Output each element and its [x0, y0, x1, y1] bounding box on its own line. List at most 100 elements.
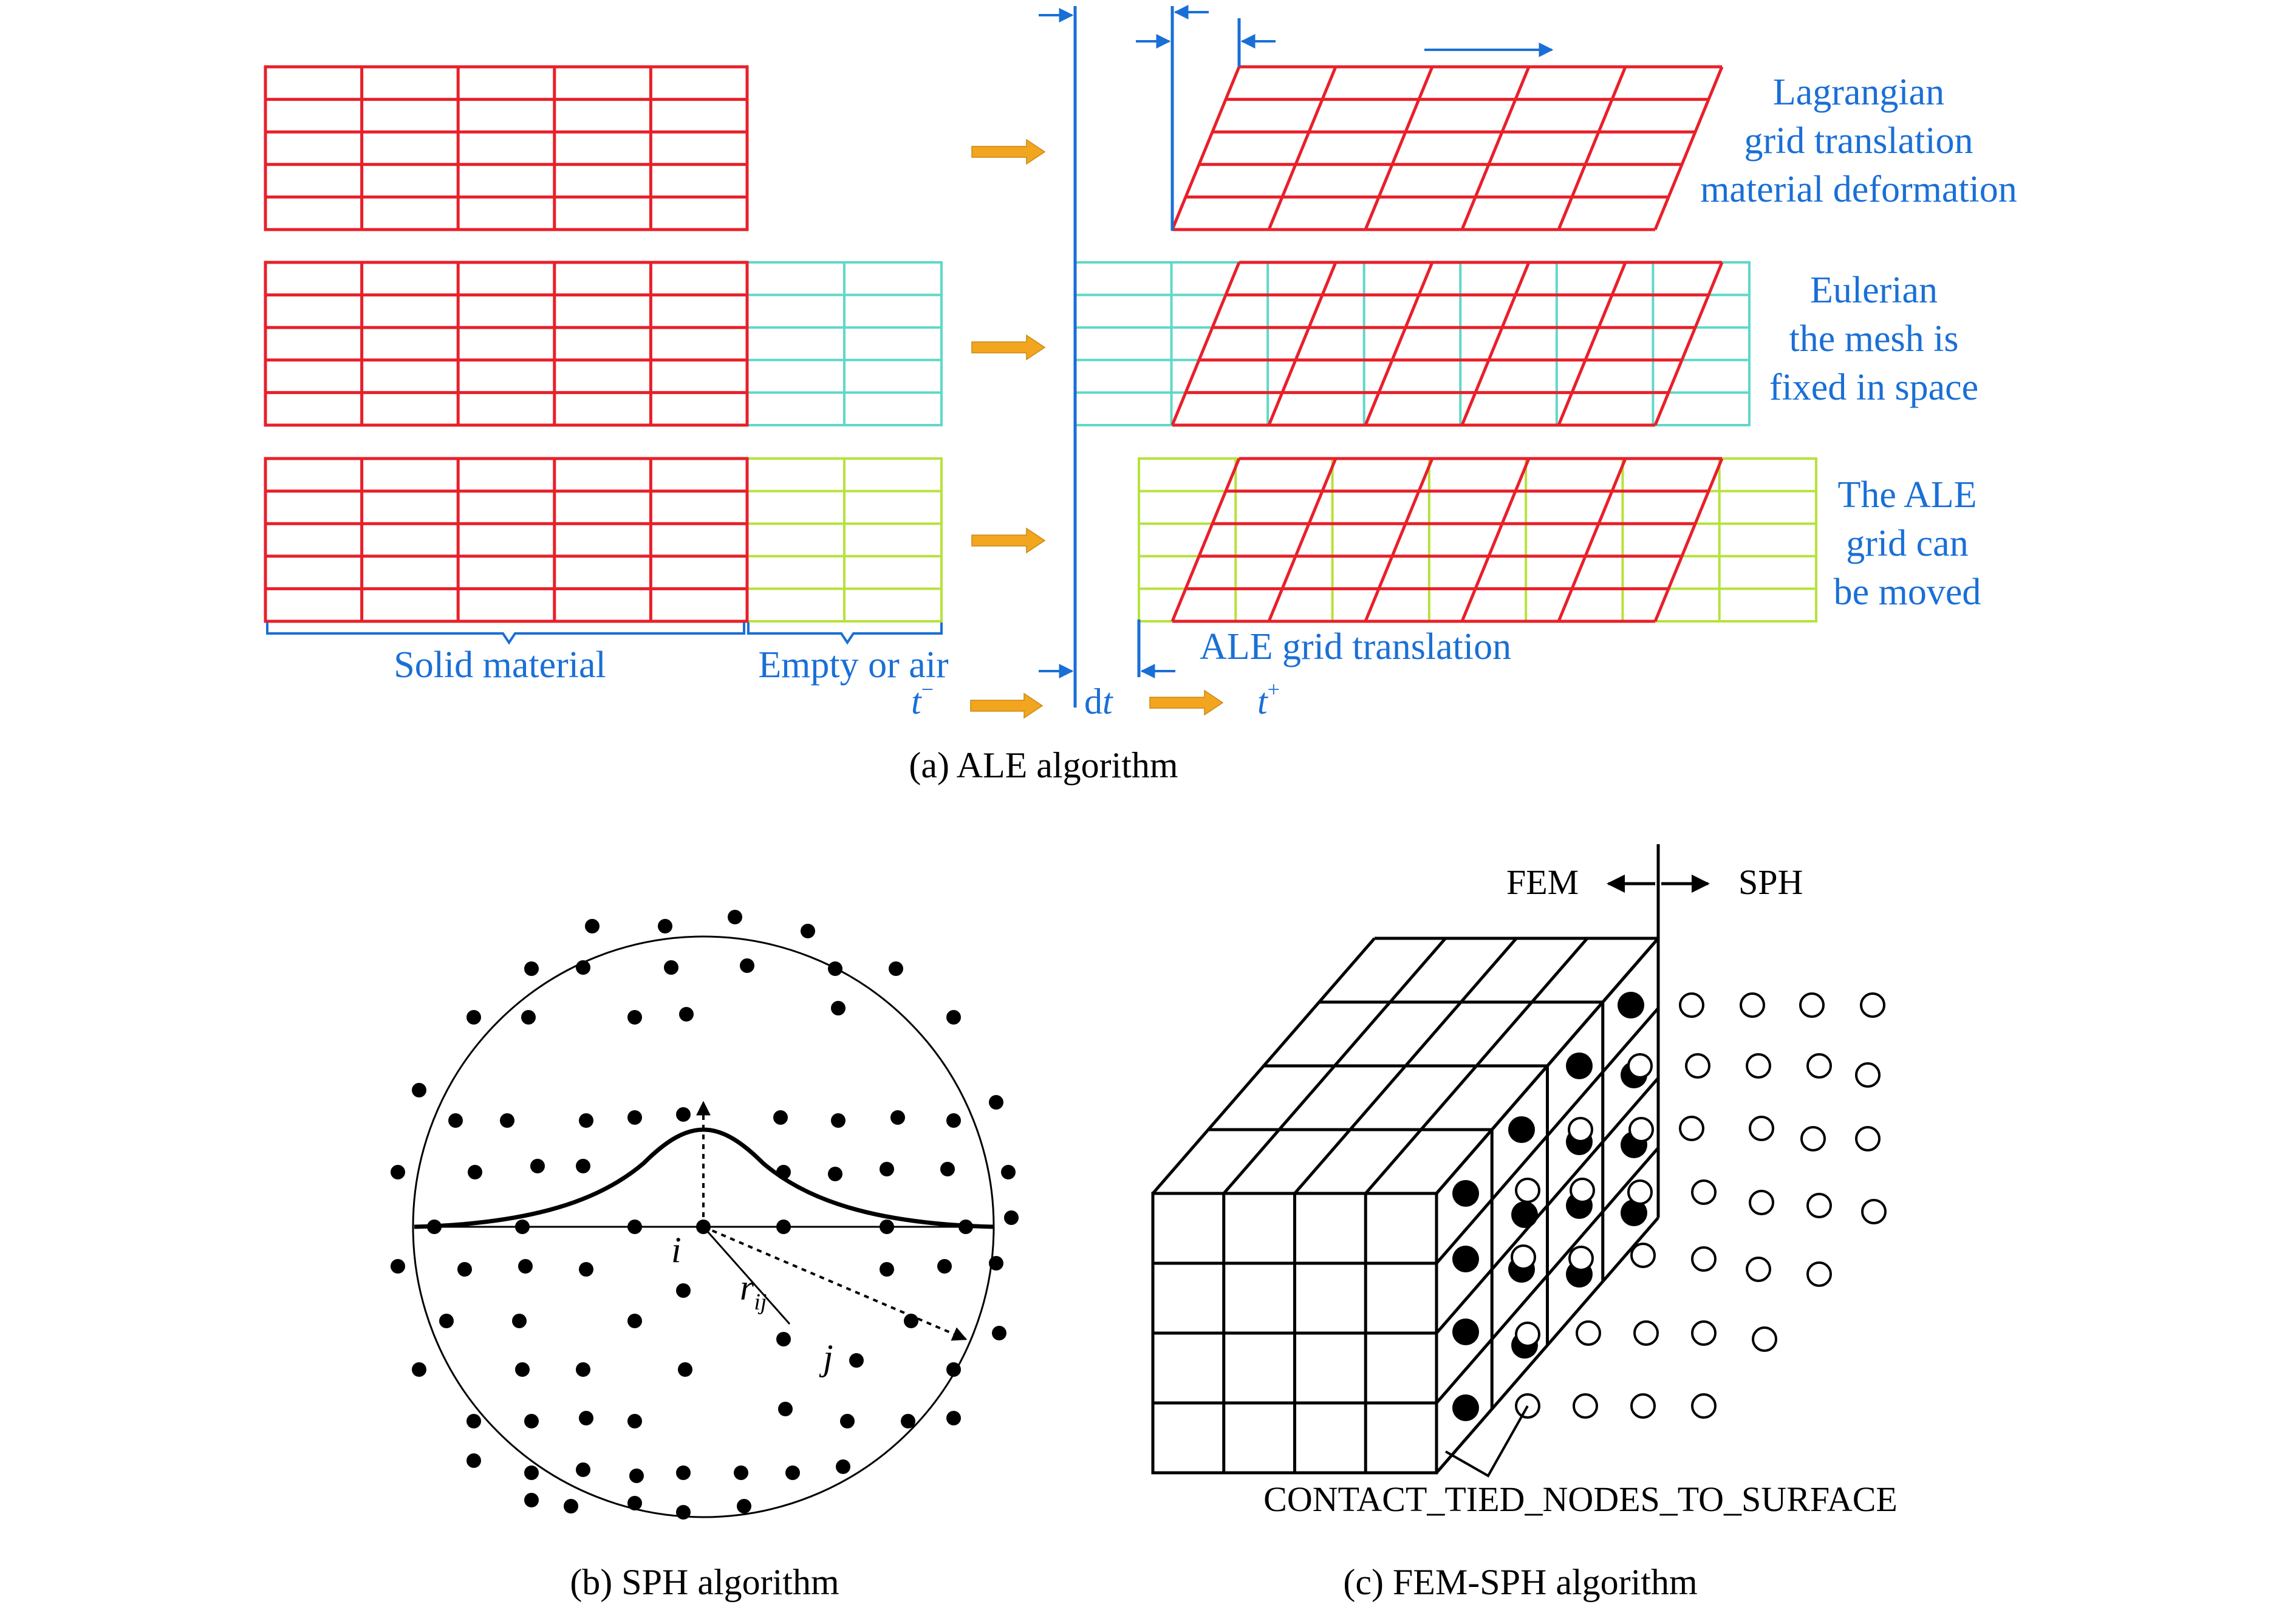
- solid-material-grid: [264, 457, 749, 623]
- sph-particle: [989, 1256, 1003, 1271]
- sph-particle: [901, 1414, 915, 1428]
- sph-particle: [849, 1353, 864, 1368]
- eulerian-deformed-grid-col-line: [1557, 262, 1627, 426]
- sph-particle: [658, 919, 672, 933]
- fem-node-filled: [1566, 1053, 1593, 1079]
- label-fem: FEM: [1506, 862, 1579, 902]
- sph-particle: [828, 961, 842, 976]
- svg-text:grid can: grid can: [1846, 523, 1968, 564]
- sph-particle: [664, 960, 678, 975]
- empty-air-grid-ale: [746, 457, 943, 623]
- sph-particle: [439, 1314, 454, 1328]
- cube-top-col-line: [1152, 937, 1376, 1195]
- label-i: i: [671, 1230, 682, 1270]
- sph-particle: [427, 1220, 442, 1234]
- sph-particle-open: [1628, 1117, 1654, 1142]
- sph-particle: [676, 1107, 691, 1122]
- eulerian-fixed-grid: [1074, 261, 1751, 426]
- fem-node-filled: [1452, 1180, 1479, 1207]
- sph-particle-open: [1855, 1062, 1881, 1088]
- svg-text:grid translation: grid translation: [1744, 120, 1973, 162]
- sph-particle: [676, 1465, 691, 1480]
- deformed-grids: [1074, 65, 1817, 623]
- sph-particle: [889, 961, 903, 976]
- solid-material-grid-border: [264, 457, 749, 623]
- sph-particle: [576, 1462, 590, 1477]
- svg-text:material deformation: material deformation: [1700, 169, 2017, 210]
- ale-deformed-grid-col-line: [1364, 458, 1434, 622]
- sph-particle: [515, 1220, 530, 1234]
- sph-particle-open: [1752, 1326, 1777, 1352]
- label-solid-material: Solid material: [394, 644, 606, 686]
- sph-particle: [524, 1493, 539, 1507]
- svg-text:be moved: be moved: [1834, 571, 1981, 613]
- ale-deformed-grid-col-line: [1653, 458, 1724, 622]
- empty-air-grid-eulerian: [746, 261, 943, 426]
- cube-side-row-line: [1435, 1147, 1659, 1404]
- sph-particle: [989, 1095, 1003, 1110]
- sph-particle: [831, 1001, 846, 1015]
- sph-particle: [740, 958, 754, 973]
- label-eulerian: Eulerian the mesh is fixed in space: [1769, 270, 1978, 408]
- cube-top-col-line: [1293, 937, 1518, 1195]
- sph-particle-open: [1685, 1053, 1710, 1079]
- sph-particle: [627, 1314, 642, 1328]
- fem-node-filled: [1618, 992, 1644, 1018]
- sph-particle: [776, 1332, 791, 1346]
- sph-particle: [734, 1465, 748, 1480]
- sph-particle: [579, 1262, 593, 1277]
- sph-particle: [576, 1159, 590, 1173]
- sph-particle: [530, 1159, 545, 1173]
- sph-particle: [728, 910, 742, 924]
- sph-particle-open: [1573, 1393, 1598, 1419]
- orange-step-arrow: [971, 334, 1046, 361]
- fem-node-filled: [1508, 1116, 1535, 1143]
- lagrangian-deformed-grid-col-line: [1653, 66, 1724, 230]
- sph-particle: [958, 1220, 973, 1234]
- sph-particle: [946, 1411, 961, 1425]
- label-ale-moved: The ALE grid can be moved: [1834, 474, 1981, 613]
- step-arrows: [970, 138, 1224, 719]
- sph-particle-open: [1570, 1178, 1595, 1203]
- eulerian-deformed-grid-col-line: [1267, 262, 1338, 426]
- lagrangian-deformed-grid: [1170, 65, 1724, 231]
- sph-particle-open: [1749, 1116, 1774, 1141]
- sph-particle-open: [1806, 1261, 1832, 1287]
- sph-particle: [468, 1165, 482, 1179]
- eulerian-deformed-grid-col-line: [1364, 262, 1434, 426]
- cube-side-row-line: [1435, 1007, 1659, 1264]
- brace-empty-air: [747, 623, 943, 645]
- sph-particle: [776, 1165, 791, 1179]
- svg-text:Eulerian: Eulerian: [1810, 270, 1938, 311]
- sph-particle-open: [1799, 992, 1825, 1018]
- sph-particle-open: [1515, 1322, 1540, 1347]
- caption-sph: (b) SPH algorithm: [570, 1562, 839, 1602]
- label-lagrangian: Lagrangian grid translation material def…: [1700, 72, 2017, 210]
- sph-particle-open: [1860, 992, 1885, 1018]
- sph-particles: [391, 910, 1019, 1520]
- sph-particle: [457, 1262, 472, 1277]
- sph-particle: [840, 1414, 855, 1428]
- lagrangian-deformed-grid-col-line: [1364, 66, 1434, 230]
- ale-deformed-grid-col-line: [1170, 458, 1241, 622]
- sph-particle: [579, 1113, 593, 1128]
- sph-particle: [412, 1362, 426, 1377]
- sph-particle-open: [1568, 1246, 1594, 1271]
- fem-node-filled: [1452, 1394, 1479, 1421]
- sph-particle-open: [1861, 1199, 1887, 1224]
- lagrangian-deformed-grid-col-line: [1170, 66, 1241, 230]
- sph-particle: [448, 1113, 463, 1128]
- sph-particle-open: [1691, 1393, 1717, 1419]
- label-t-minus: t−: [911, 677, 934, 722]
- sph-particle: [773, 1110, 788, 1125]
- particle-i: [696, 1220, 711, 1234]
- sph-particle-open: [1740, 992, 1765, 1018]
- sph-particle: [831, 1113, 846, 1128]
- sph-particle: [627, 1496, 642, 1510]
- sph-particle: [890, 1110, 905, 1125]
- cube-side-row-line: [1435, 1077, 1659, 1334]
- cube-top-col-line: [1222, 937, 1447, 1195]
- sph-particle: [627, 1110, 642, 1125]
- sph-particle: [992, 1326, 1006, 1340]
